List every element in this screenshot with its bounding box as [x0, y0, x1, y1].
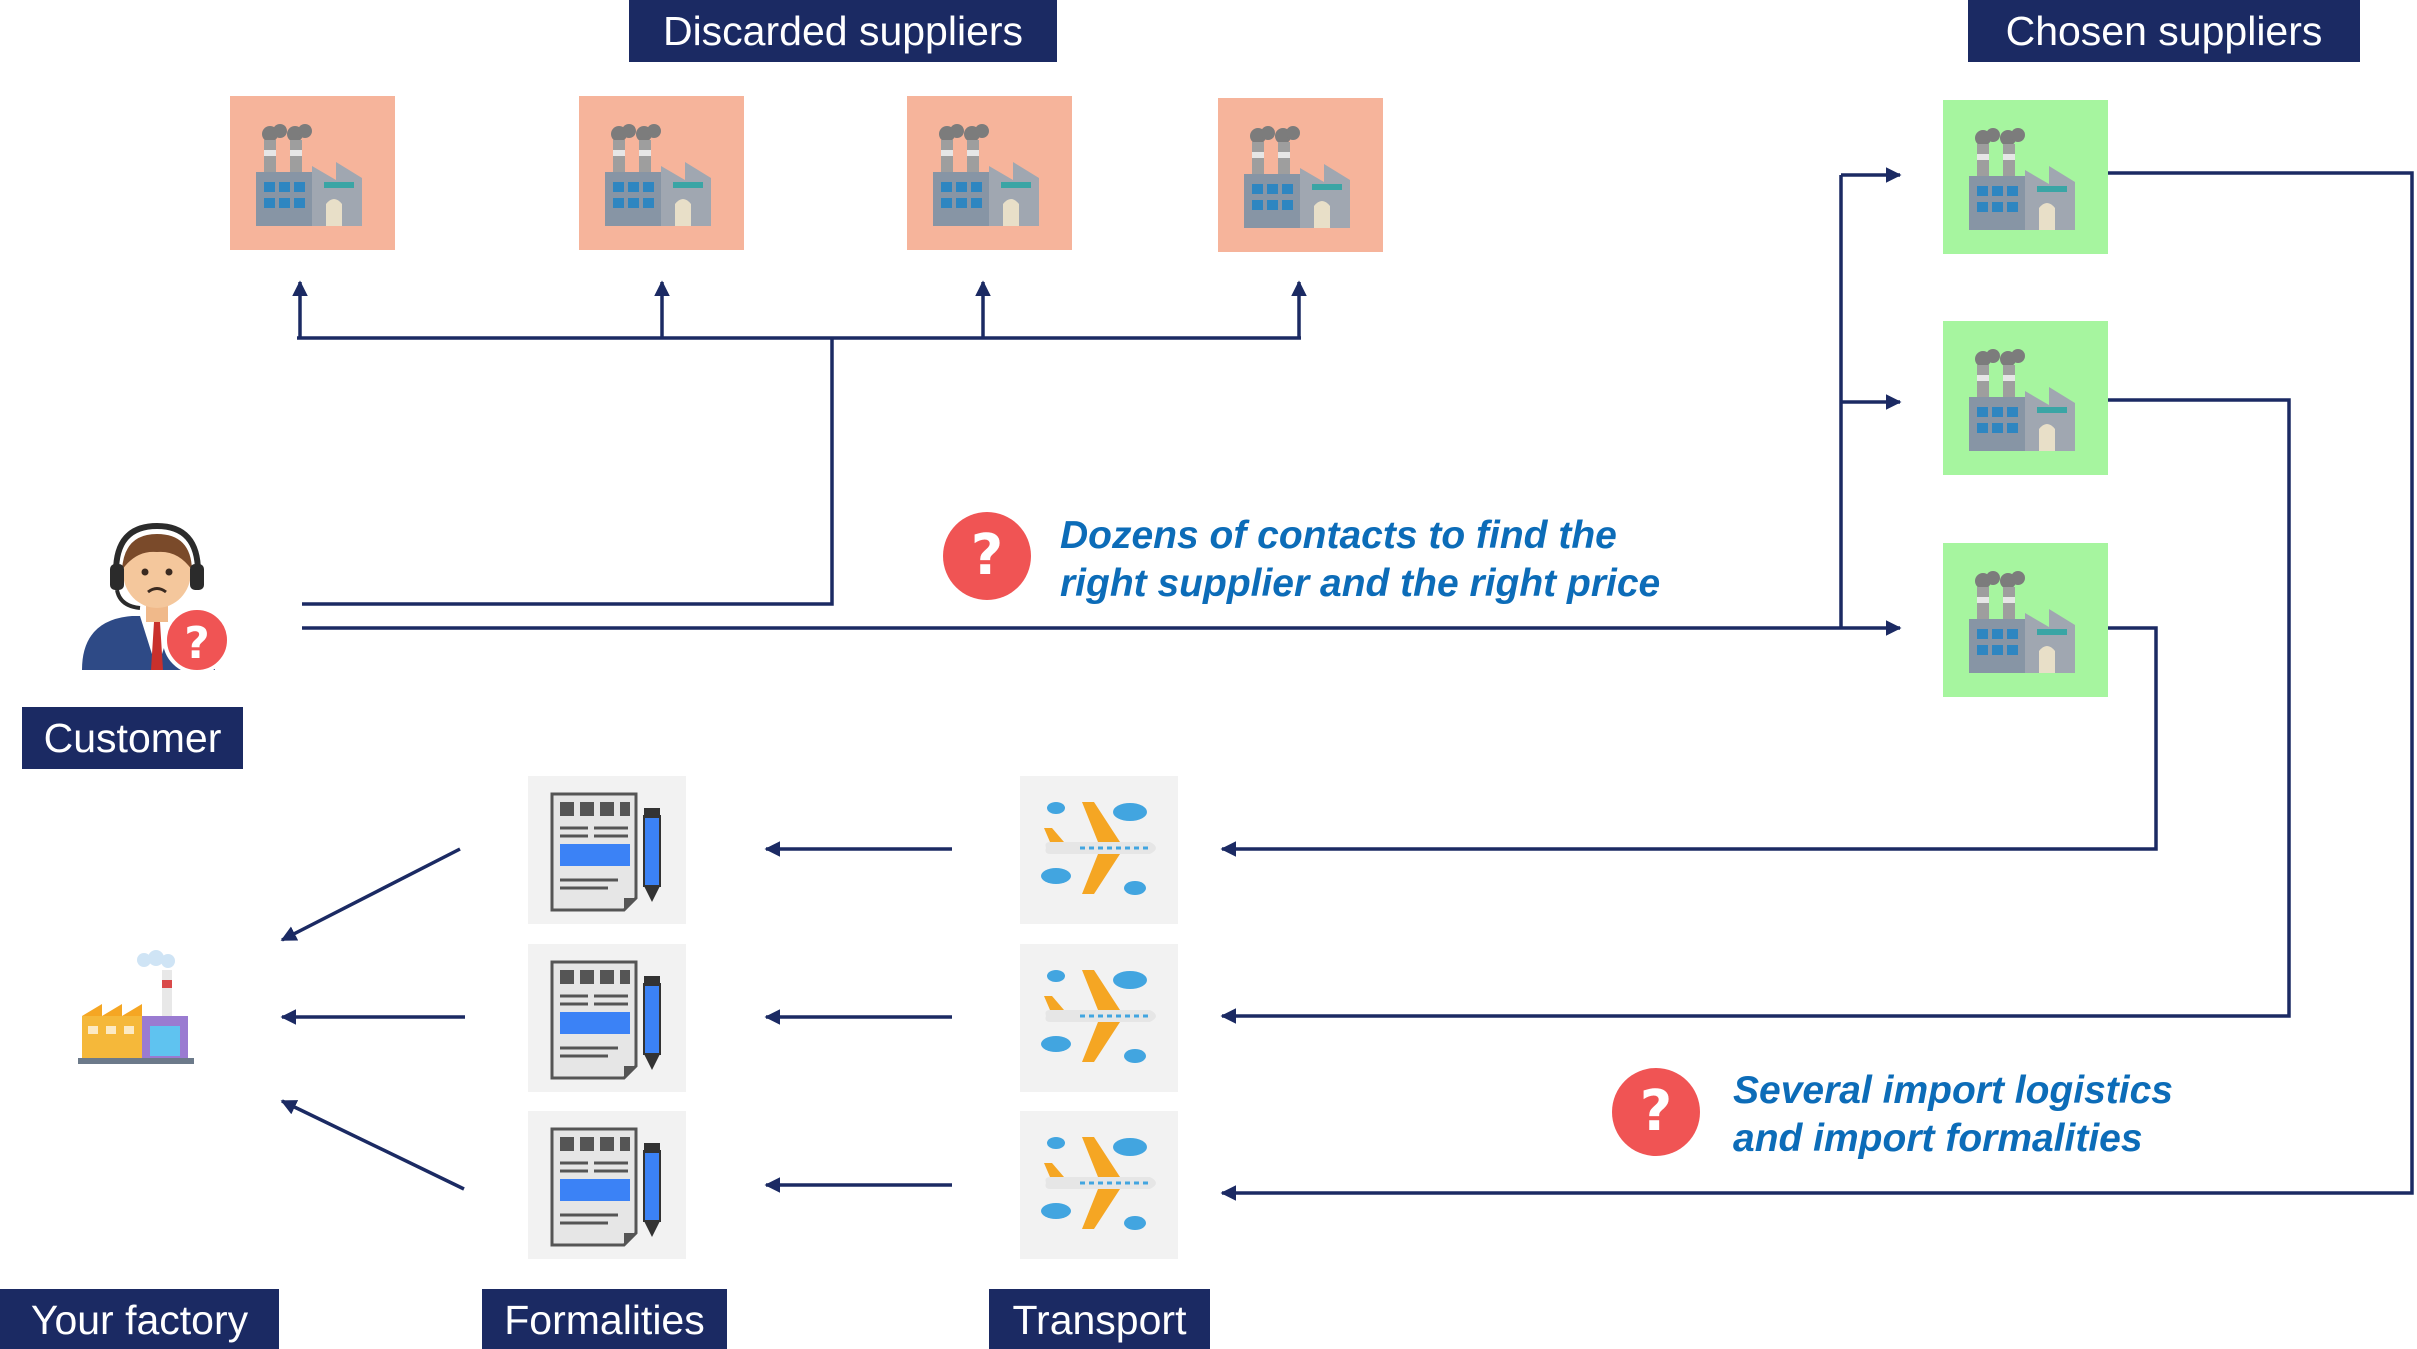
route-chosen-1-to-transport-3 — [1220, 171, 2414, 1201]
customer-question-badge: ? — [163, 606, 231, 674]
arrow-formalities-to-factory-3 — [280, 1099, 465, 1191]
logistics-note-line-1: Several import logistics — [1733, 1069, 2173, 1112]
transport-1 — [1020, 776, 1178, 924]
formalities-label: Formalities — [482, 1289, 727, 1349]
factory-icon — [230, 96, 395, 250]
factory-icon — [1943, 100, 2108, 254]
contacts-question-icon: ? — [943, 512, 1031, 600]
route-chosen-3-to-transport-1 — [1220, 626, 2158, 857]
formalities-3 — [528, 1111, 686, 1259]
factory-icon — [1943, 543, 2108, 697]
discarded-supplier-4 — [1218, 98, 1383, 252]
contacts-note-line-2: right supplier and the right price — [1060, 562, 1661, 605]
transport-2 — [1020, 944, 1178, 1092]
factory-icon — [907, 96, 1072, 250]
logistics-note-line-2: and import formalities — [1733, 1117, 2143, 1160]
factory-icon — [1943, 321, 2108, 475]
transport-3 — [1020, 1111, 1178, 1259]
contacts-note: Dozens of contacts to find the right sup… — [1060, 512, 1660, 608]
chosen-supplier-1 — [1943, 100, 2108, 254]
transport-label: Transport — [989, 1289, 1210, 1349]
discarded-suppliers-label: Discarded suppliers — [629, 0, 1057, 62]
document-pencil-icon — [528, 1111, 686, 1259]
own-factory-icon — [78, 950, 198, 1075]
logistics-question-icon: ? — [1612, 1068, 1700, 1156]
formalities-1 — [528, 776, 686, 924]
line-customer-to-discarded — [302, 338, 834, 606]
chosen-supplier-2 — [1943, 321, 2108, 475]
your-factory-label: Your factory — [0, 1289, 279, 1349]
airplane-clouds-icon — [1020, 1111, 1178, 1259]
airplane-clouds-icon — [1020, 944, 1178, 1092]
document-pencil-icon — [528, 944, 686, 1092]
contacts-note-line-1: Dozens of contacts to find the — [1060, 514, 1617, 557]
customer-label: Customer — [22, 707, 243, 769]
route-chosen-2-to-transport-2 — [1220, 398, 2291, 1024]
formalities-2 — [528, 944, 686, 1092]
discarded-supplier-1 — [230, 96, 395, 250]
factory-icon — [1218, 98, 1383, 252]
document-pencil-icon — [528, 776, 686, 924]
logistics-note: Several import logistics and import form… — [1733, 1067, 2173, 1163]
airplane-clouds-icon — [1020, 776, 1178, 924]
chosen-supplier-3 — [1943, 543, 2108, 697]
discarded-supplier-2 — [579, 96, 744, 250]
factory-icon — [579, 96, 744, 250]
arrow-formalities-to-factory-1 — [280, 847, 461, 942]
discarded-supplier-3 — [907, 96, 1072, 250]
chosen-suppliers-label: Chosen suppliers — [1968, 0, 2360, 62]
